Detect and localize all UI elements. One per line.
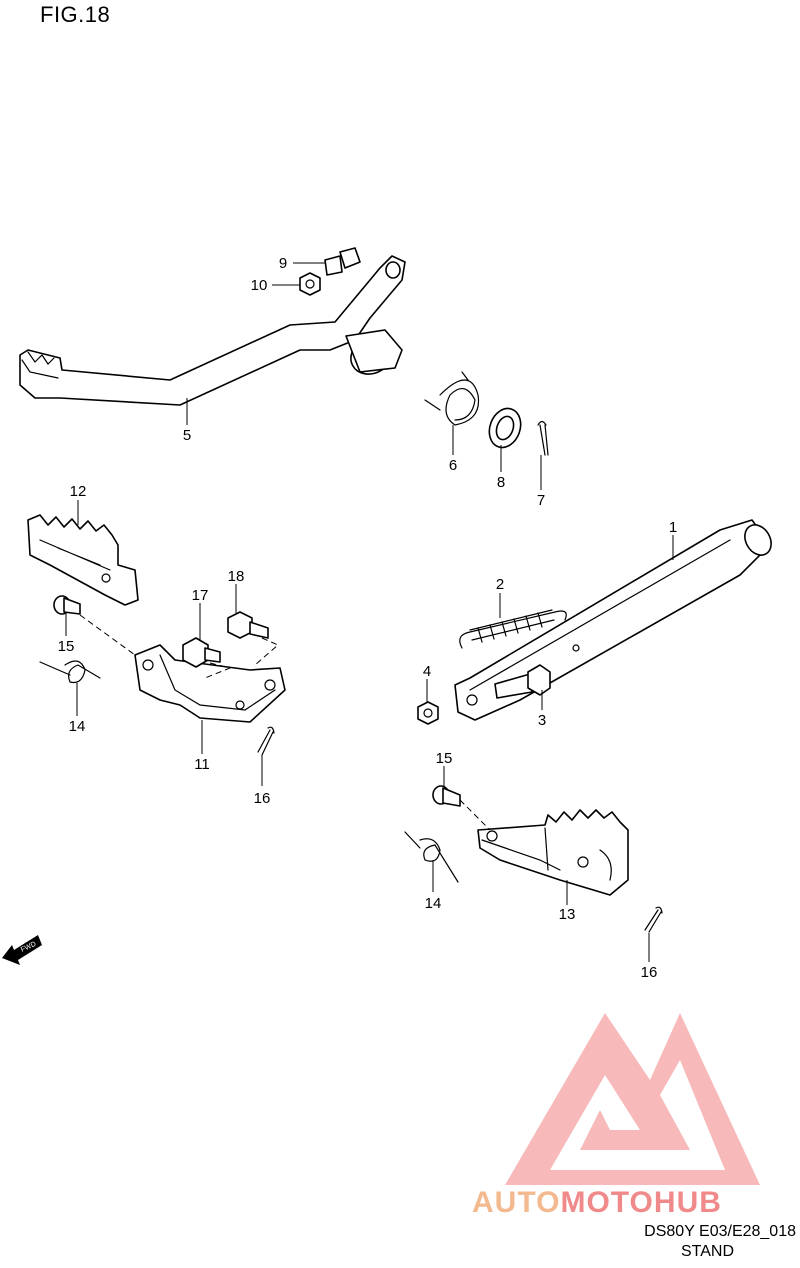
assembly-line-left: [79, 614, 136, 656]
callout-5: 5: [183, 427, 191, 444]
washer-8: [488, 407, 522, 449]
callout-12: 12: [70, 483, 87, 500]
bolt-9: [324, 247, 361, 276]
assembly-line-center: [204, 637, 279, 679]
forward-arrow-icon: FWD: [2, 935, 42, 965]
footrest-12: [27, 514, 139, 606]
watermark-part1: AUTO: [472, 1186, 561, 1219]
cotter-pin-16-right: [644, 906, 663, 933]
pin-15-left: [53, 595, 81, 615]
watermark-part2: MOTO: [560, 1186, 654, 1219]
callout-6: 6: [449, 457, 457, 474]
callout-8: 8: [497, 474, 505, 491]
assembly-line-right: [459, 799, 491, 831]
watermark-wordmark: AUTOMOTOHUB: [472, 1186, 722, 1220]
leader-lines: [65, 262, 674, 962]
stand-spring-2: [459, 609, 567, 649]
spring-14-left: [39, 660, 101, 684]
figure-title: FIG.18: [40, 2, 111, 27]
callout-16-left: 16: [254, 790, 271, 807]
callout-7: 7: [537, 492, 545, 509]
diagram-footer: DS80Y E03/E28_018 STAND: [644, 1222, 796, 1262]
callout-18: 18: [228, 568, 245, 585]
bolt-3: [494, 664, 551, 699]
bolt-17: [182, 637, 221, 668]
callout-10: 10: [251, 277, 268, 294]
callout-15-left: 15: [58, 638, 75, 655]
nut-10: [299, 272, 321, 296]
brake-pedal: [19, 255, 406, 406]
callout-11: 11: [194, 756, 210, 773]
callout-4: 4: [423, 663, 431, 680]
callout-3: 3: [538, 712, 546, 729]
model-code: DS80Y E03/E28_018: [644, 1223, 796, 1240]
callout-15-right: 15: [436, 750, 453, 767]
return-spring-6: [424, 371, 480, 426]
cotter-pin-16-left: [257, 726, 275, 756]
callout-14-left: 14: [69, 718, 86, 735]
section-name: STAND: [680, 1243, 734, 1260]
callout-9: 9: [279, 255, 287, 272]
footrest-13: [477, 809, 629, 896]
cotter-pin-7: [537, 420, 549, 456]
callout-17: 17: [192, 587, 209, 604]
bolt-18: [227, 611, 269, 639]
bracket-11: [134, 644, 286, 723]
callout-13: 13: [559, 906, 576, 923]
callout-16-right: 16: [641, 964, 658, 981]
watermark-part3: HUB: [653, 1186, 722, 1219]
callout-2: 2: [496, 576, 504, 593]
watermark-logo: [505, 1013, 760, 1185]
callout-1: 1: [669, 519, 677, 536]
pin-15-right: [432, 785, 461, 807]
spring-14-right: [404, 831, 459, 883]
nut-4: [417, 701, 439, 725]
callout-14-right: 14: [425, 895, 442, 912]
